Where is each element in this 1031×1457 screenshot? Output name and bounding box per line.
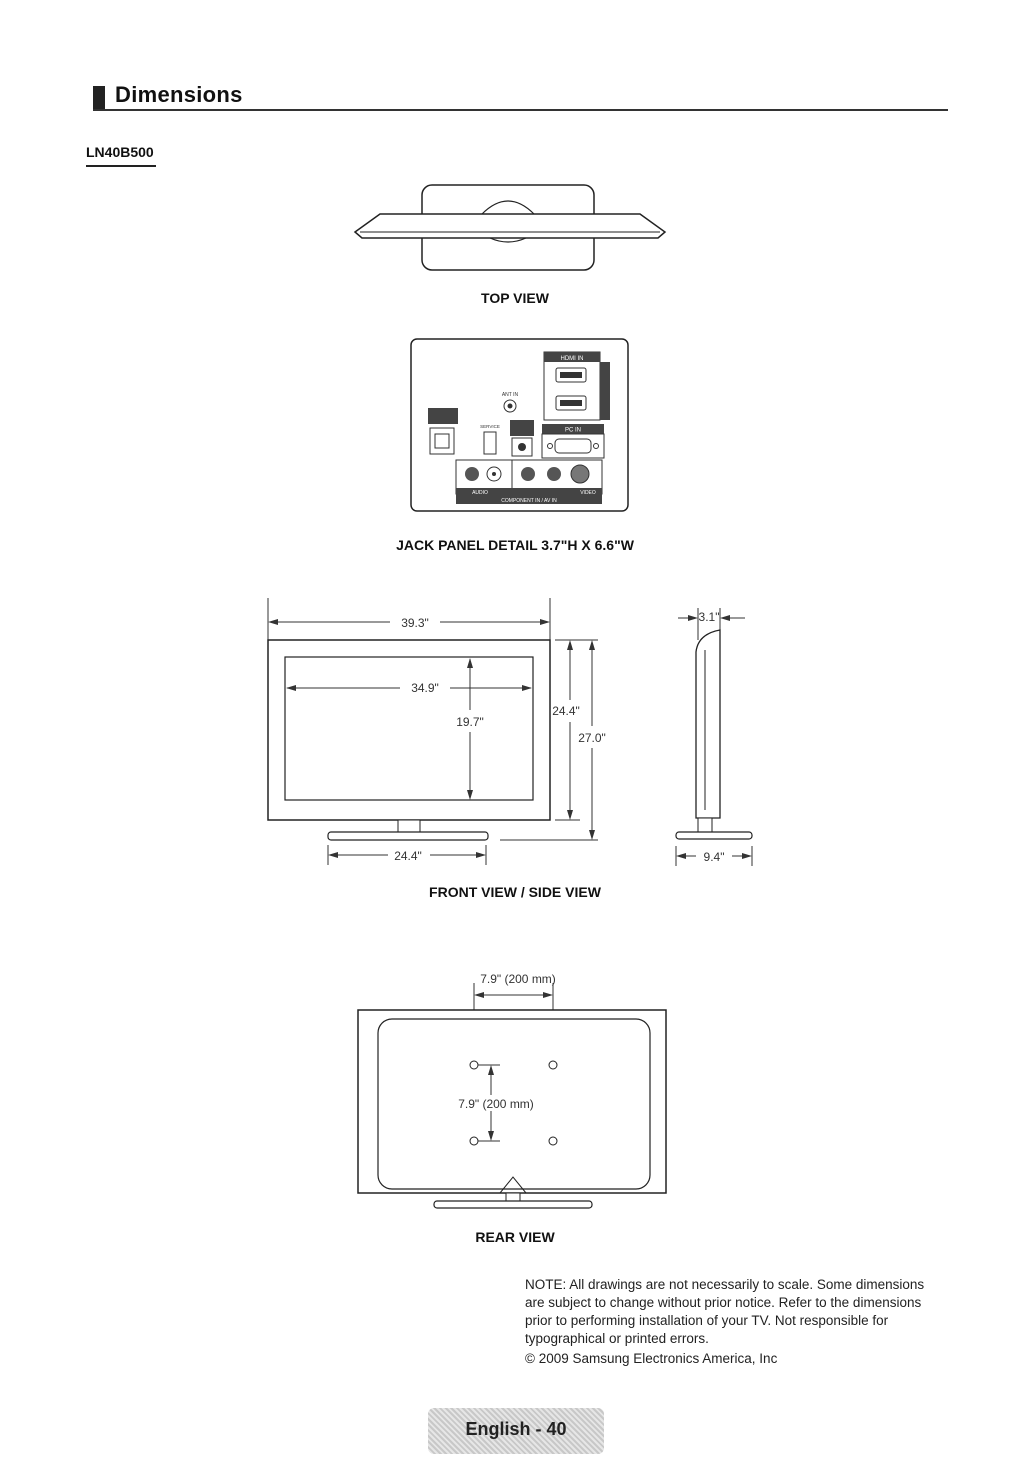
front-side-view-drawing: 39.3" 34.9" 19.7" 24.4" 24.4" 27.0" 3.1" xyxy=(267,598,753,866)
top-view-drawing xyxy=(353,184,667,271)
height-with-stand-dim: 27.0" xyxy=(578,731,606,745)
model-number: LN40B500 xyxy=(86,144,154,160)
ant-in-label: ANT IN xyxy=(502,392,519,398)
stand-width-dim: 24.4" xyxy=(394,849,422,863)
jack-panel-drawing: HDMI IN ANT IN SERVICE PC IN AUDIO VIDEO… xyxy=(410,338,629,512)
rear-view-caption: REAR VIEW xyxy=(475,1229,555,1245)
model-underline xyxy=(86,165,156,167)
overall-width-dim: 39.3" xyxy=(401,616,429,630)
section-marker xyxy=(93,86,105,110)
service-label: SERVICE xyxy=(480,424,500,429)
pc-in-label: PC IN xyxy=(565,428,581,434)
stand-depth-dim: 9.4" xyxy=(704,850,725,864)
audio-label: AUDIO xyxy=(472,490,488,496)
rear-view-drawing: 7.9" (200 mm) 7.9" (200 mm) xyxy=(357,972,667,1209)
height-no-stand-dim: 24.4" xyxy=(552,704,580,718)
video-label: VIDEO xyxy=(580,490,596,496)
vesa-horizontal-dim: 7.9" (200 mm) xyxy=(480,972,556,986)
top-view-caption: TOP VIEW xyxy=(481,290,549,306)
jack-panel-caption: JACK PANEL DETAIL 3.7"H X 6.6"W xyxy=(396,537,634,553)
component-av-label: COMPONENT IN / AV IN xyxy=(501,498,557,504)
copyright: © 2009 Samsung Electronics America, Inc xyxy=(525,1351,778,1366)
page-number-badge xyxy=(428,1408,604,1454)
title-divider xyxy=(93,109,948,111)
side-depth-dim: 3.1" xyxy=(699,610,720,624)
front-side-view-caption: FRONT VIEW / SIDE VIEW xyxy=(429,884,601,900)
hdmi-in-label: HDMI IN xyxy=(561,356,584,362)
vesa-vertical-dim: 7.9" (200 mm) xyxy=(458,1097,534,1111)
page-title: Dimensions xyxy=(115,82,243,107)
disclaimer-note: NOTE: All drawings are not necessarily t… xyxy=(525,1277,925,1346)
screen-height-dim: 19.7" xyxy=(456,715,484,729)
page-number: English - 40 xyxy=(465,1419,567,1439)
screen-width-dim: 34.9" xyxy=(411,681,439,695)
